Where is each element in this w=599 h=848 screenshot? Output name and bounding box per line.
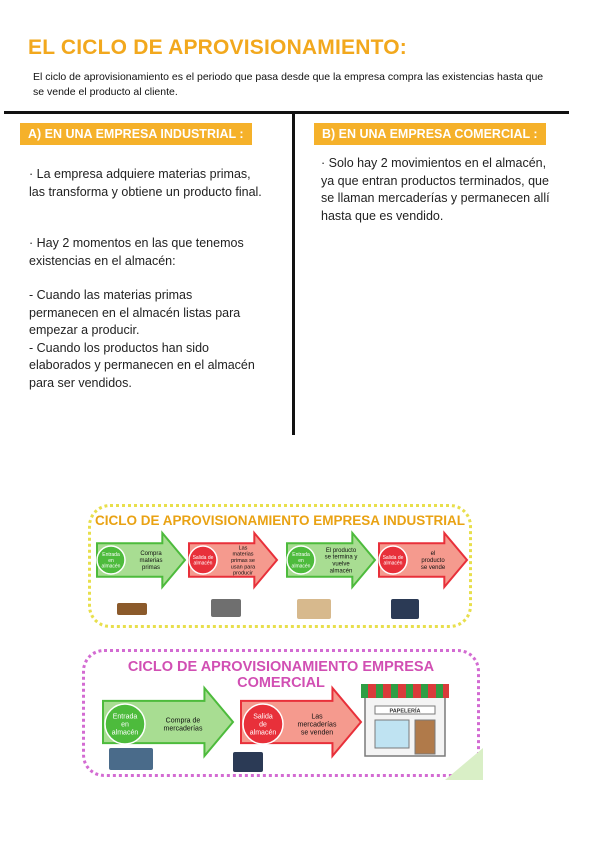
salida-circle: [242, 703, 284, 745]
section-b-body: · Solo hay 2 movimientos en el almacén, …: [321, 155, 553, 225]
entrada-circle: [96, 545, 126, 575]
entrada-arrow: [286, 530, 377, 590]
section-b-heading: B) EN UNA EMPRESA COMERCIAL :: [314, 123, 546, 145]
money-bag-icon: [233, 752, 263, 772]
section-a-paragraph-2: · Hay 2 momentos en las que tenemos exis…: [29, 236, 244, 268]
step-description: el: [431, 551, 436, 557]
step-description: usan para: [231, 564, 256, 570]
step-circle-label: almacén: [112, 730, 139, 737]
section-a-body: · La empresa adquiere materias primas, l…: [29, 166, 264, 392]
step-description: materias: [139, 558, 162, 564]
section-a-heading: A) EN UNA EMPRESA INDUSTRIAL :: [20, 123, 252, 145]
step-circle-label: Salida: [253, 713, 273, 720]
step-circle-label: Entrada: [102, 552, 120, 558]
step-circle-label: Salida de: [383, 555, 404, 561]
horizontal-divider: [4, 111, 569, 114]
step-description: Las: [239, 545, 248, 551]
warehouse-boxes-icon: [297, 599, 331, 619]
step-description: se termina y: [325, 555, 358, 561]
section-a-paragraph-3: - Cuando las materias primas permanecen …: [29, 288, 241, 337]
step-description: Las: [311, 713, 323, 720]
corner-decoration: [445, 748, 483, 780]
step-description: primas: [142, 565, 160, 571]
step-circle-label: almacén: [194, 561, 213, 567]
step-circle-label: Entrada: [292, 552, 310, 558]
step-description: mercaderías: [164, 725, 203, 732]
shop-icon: PAPELERÍA: [361, 684, 449, 757]
step-description: mercaderías: [298, 721, 337, 728]
page-title: EL CICLO DE APROVISIONAMIENTO:: [28, 36, 407, 59]
salida-circle: [188, 545, 218, 575]
step-circle-label: Entrada: [113, 713, 138, 720]
logs-icon: [117, 603, 147, 615]
vertical-divider: [292, 114, 295, 435]
commercial-cycle-diagram: CICLO DE APROVISIONAMIENTO EMPRESA COMER…: [82, 649, 483, 780]
industrial-cycle-diagram: CICLO DE APROVISIONAMIENTO EMPRESA INDUS…: [88, 504, 472, 628]
salida-arrow: [188, 530, 279, 590]
step-description: se vende: [421, 565, 446, 571]
industrial-diagram-title: CICLO DE APROVISIONAMIENTO EMPRESA INDUS…: [94, 513, 466, 528]
workers-icon: [211, 599, 241, 617]
step-circle-label: almacén: [102, 564, 121, 570]
commercial-diagram-title: CICLO DE APROVISIONAMIENTO EMPRESA COMER…: [127, 659, 435, 691]
entrada-circle: [104, 703, 146, 745]
shop-sign: PAPELERÍA: [389, 707, 420, 715]
step-description: se venden: [301, 730, 333, 737]
salida-circle: [378, 545, 408, 575]
step-description: Compra: [140, 551, 162, 557]
step-circle-label: de: [259, 721, 267, 728]
industrial-diagram-graphic: EntradaenalmacénCompramateriasprimasSali…: [96, 530, 469, 619]
step-circle-label: en: [121, 721, 129, 728]
section-a-paragraph-1: · La empresa adquiere materias primas, l…: [29, 167, 262, 199]
step-description: primas se: [231, 558, 255, 564]
salida-arrow: [378, 530, 469, 590]
intro-paragraph: El ciclo de aprovisionamiento es el peri…: [33, 71, 544, 98]
step-description: vuelve: [332, 562, 350, 568]
step-description: El producto: [326, 548, 357, 554]
entrada-arrow: [96, 530, 187, 590]
step-description: producto: [421, 558, 445, 564]
step-description: materias: [232, 552, 253, 558]
step-circle-label: almacén: [250, 730, 277, 737]
money-bag-icon: [391, 599, 419, 619]
cart-icon: [109, 748, 153, 770]
section-b-paragraph-1: · Solo hay 2 movimientos en el almacén, …: [321, 156, 550, 223]
step-circle-label: Salida de: [193, 555, 214, 561]
step-description: Compra de: [166, 717, 201, 724]
step-circle-label: en: [298, 558, 304, 564]
step-circle-label: en: [108, 558, 114, 564]
step-description: producir: [233, 571, 253, 577]
step-circle-label: almacén: [292, 564, 311, 570]
step-description: almacén: [330, 568, 353, 574]
step-circle-label: almacén: [384, 561, 403, 567]
section-a-paragraph-4: - Cuando los productos han sido elaborad…: [29, 340, 255, 390]
entrada-circle: [286, 545, 316, 575]
